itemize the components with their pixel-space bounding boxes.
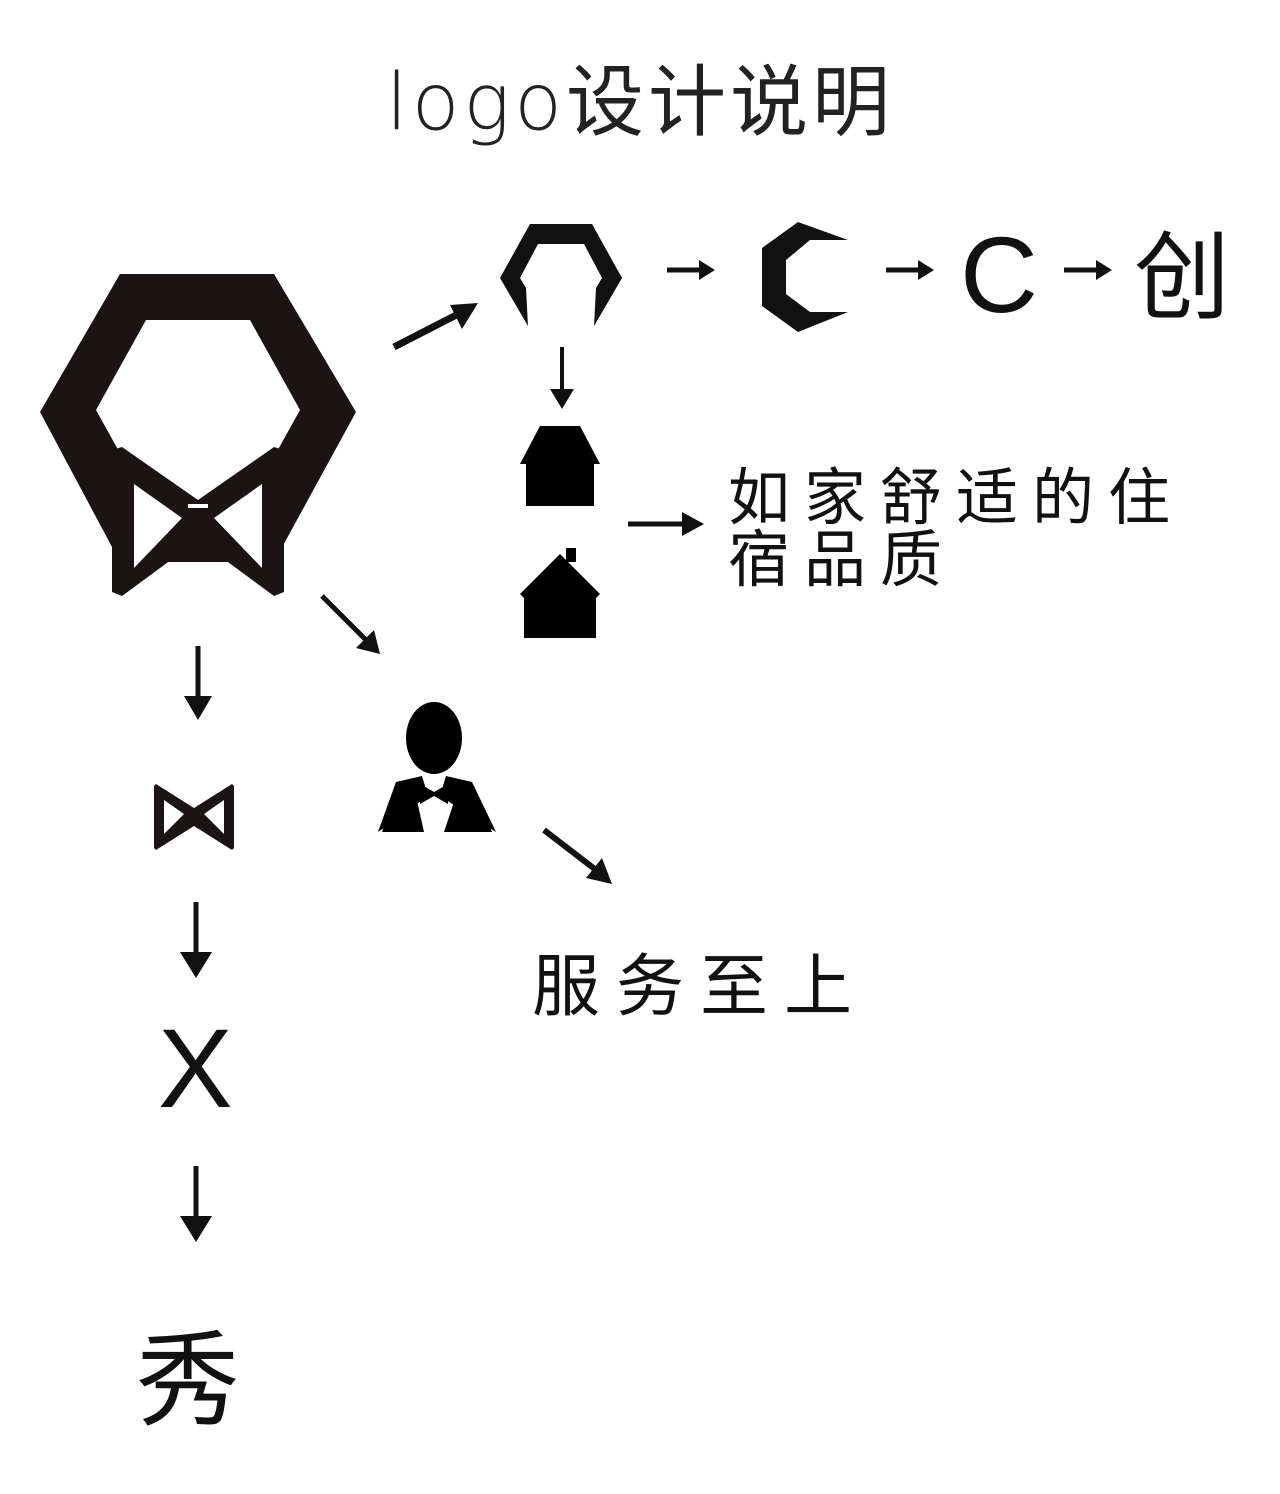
home-text-line1: 如家舒适的住 bbox=[728, 461, 1185, 534]
hexagon-c-icon bbox=[762, 222, 848, 332]
house-chimney-icon bbox=[520, 548, 600, 638]
arrow-up-right-icon bbox=[392, 303, 478, 351]
arrow-right-icon bbox=[886, 260, 934, 280]
hexagon-bowtie-logo-icon bbox=[40, 274, 356, 596]
letter-x: X bbox=[158, 1006, 233, 1131]
arrow-down-icon bbox=[184, 646, 212, 720]
service-text: 服务至上 bbox=[532, 948, 869, 1027]
arrow-right-icon bbox=[1064, 260, 1112, 280]
butler-icon bbox=[378, 702, 496, 832]
arrow-right-icon bbox=[667, 260, 715, 280]
arrow-down-icon bbox=[180, 902, 212, 978]
arrow-down-right-icon bbox=[320, 594, 380, 654]
arrow-down-right-icon bbox=[542, 827, 612, 884]
arrow-right-icon bbox=[628, 512, 704, 536]
letter-c: C bbox=[960, 214, 1038, 335]
hexagon-arch-icon bbox=[500, 224, 622, 326]
page-title: logo设计说明 bbox=[386, 58, 894, 148]
arrow-down-icon bbox=[180, 1166, 212, 1242]
char-xiu: 秀 bbox=[136, 1320, 241, 1442]
bowtie-icon bbox=[154, 784, 234, 850]
arrow-down-icon bbox=[550, 347, 574, 409]
home-text-line2: 宿品质 bbox=[728, 523, 957, 596]
house-icon bbox=[520, 426, 600, 506]
char-chuang: 创 bbox=[1134, 222, 1230, 334]
